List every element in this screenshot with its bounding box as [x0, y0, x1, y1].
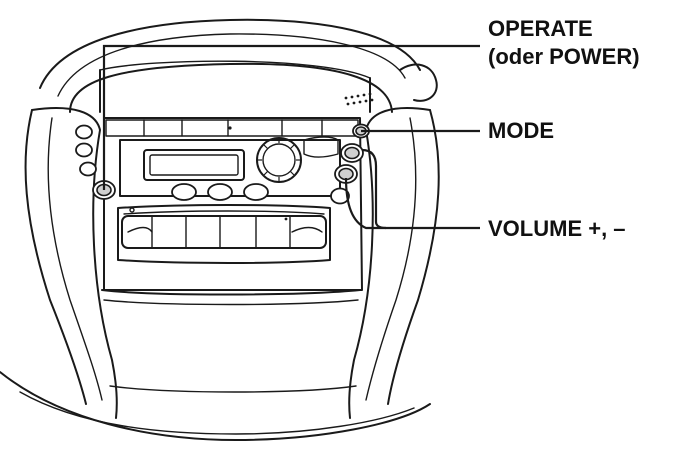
boombox-illustration [0, 18, 440, 441]
leader-lines [102, 44, 480, 230]
operate-label: OPERATE [488, 16, 593, 41]
cd-lid-top [99, 60, 371, 79]
function-buttons [171, 183, 269, 201]
operate-leader [102, 44, 480, 190]
volume-label: VOLUME +, – [488, 216, 626, 241]
cd-window [303, 136, 339, 158]
volume-leader-lower [344, 177, 386, 230]
base-curve-inner [19, 391, 415, 435]
callout-labels: OPERATE (oder POWER) MODE VOLUME +, – [488, 16, 640, 241]
extra-right-button [330, 187, 350, 205]
front-panel [103, 117, 363, 291]
lcd-display-inner [149, 154, 239, 176]
body-outline [31, 107, 431, 419]
lower-compartment-line [103, 299, 359, 306]
left-buttons [75, 124, 97, 177]
strap-ring [399, 63, 438, 102]
power-label: (oder POWER) [488, 44, 640, 69]
base-curve [0, 371, 431, 441]
body-side-left-inner [47, 117, 103, 401]
body-side-right-inner [365, 117, 417, 401]
cd-lid [69, 62, 393, 113]
volume-buttons[interactable] [334, 143, 364, 184]
grille-dots [344, 92, 374, 106]
lower-compartment-bottom [109, 385, 357, 393]
lcd-display [143, 149, 245, 181]
top-strip-dot [228, 126, 232, 130]
tuning-dial [256, 137, 302, 183]
cassette-deck [117, 204, 331, 264]
body-side-right [387, 109, 440, 405]
top-button-dividers [143, 119, 323, 137]
cd-lid-front [99, 69, 371, 113]
carry-handle-inner [57, 33, 406, 97]
carry-handle [39, 18, 421, 89]
volume-leader [361, 148, 480, 230]
lower-compartment [101, 289, 361, 296]
mode-label: MODE [488, 118, 554, 143]
body-side-left [24, 109, 87, 405]
